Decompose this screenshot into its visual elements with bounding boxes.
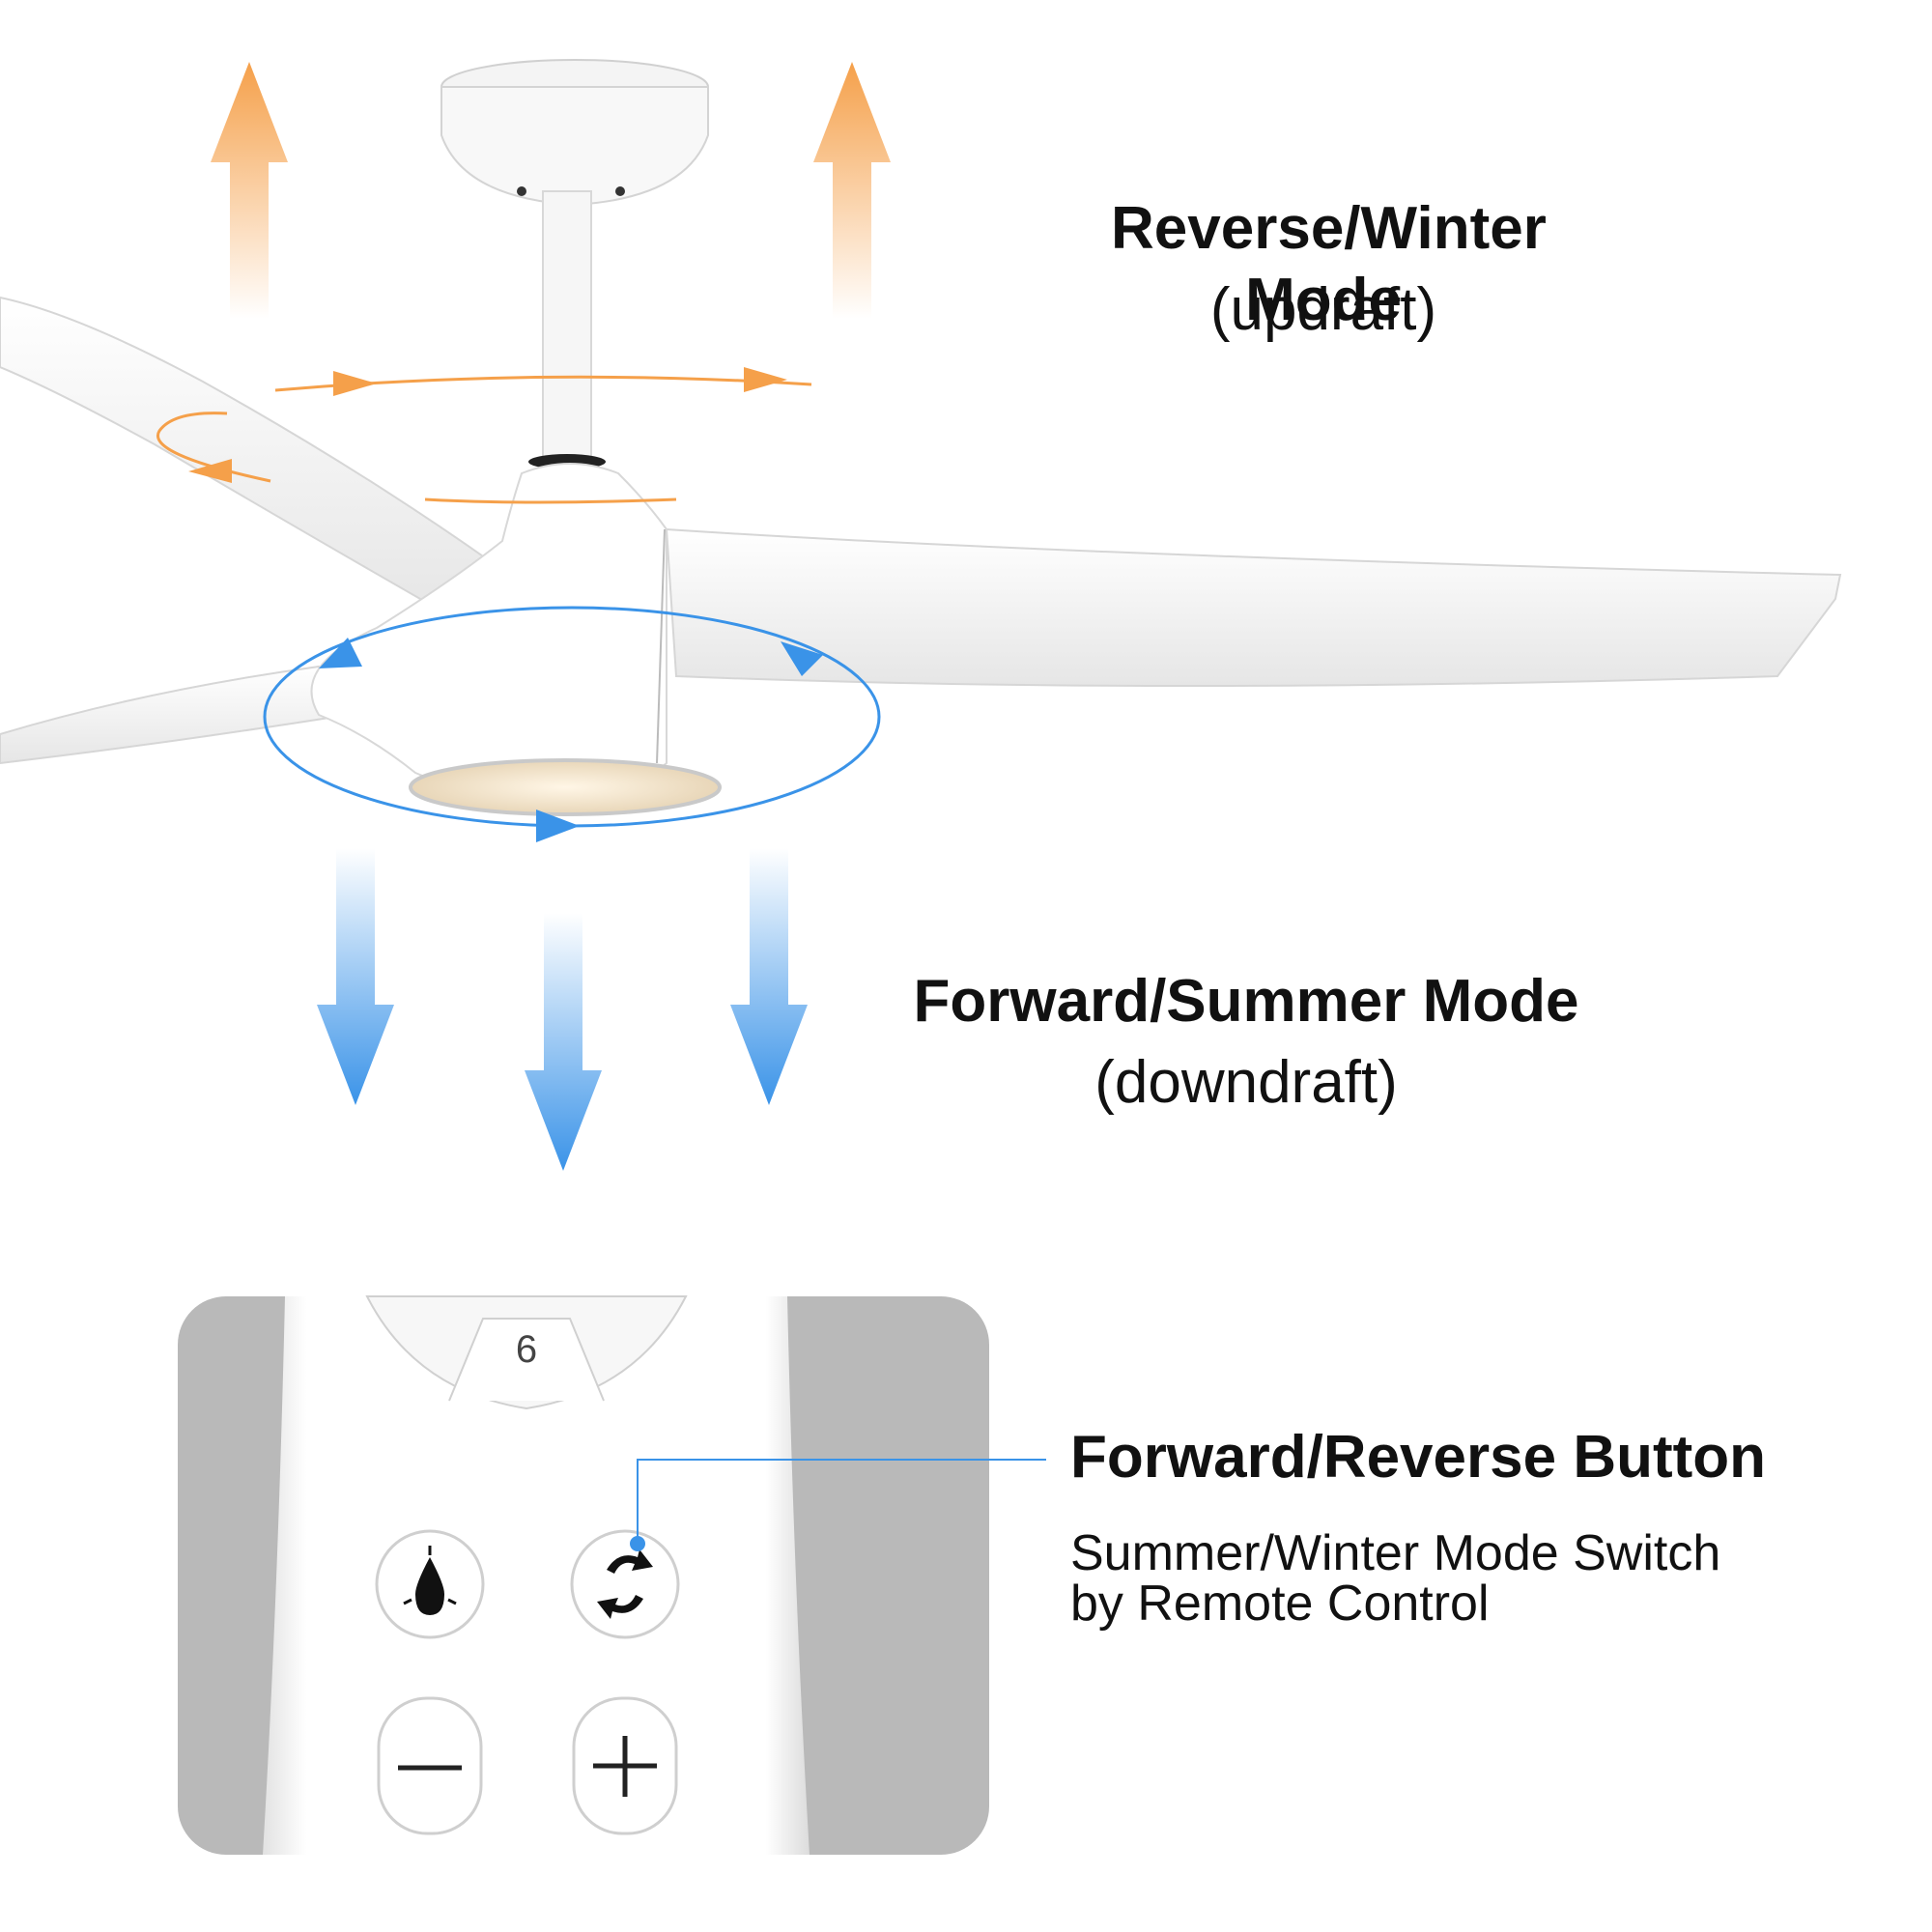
fan-downrod: [542, 190, 592, 463]
reverse-direction-icon: [597, 1549, 653, 1619]
updraft-arrow-right: [813, 62, 891, 319]
fan-motor-housing: [310, 463, 722, 816]
fan-canopy: [440, 59, 709, 469]
rotation-arrow-head: [188, 459, 232, 483]
summer-rotation-arrows: [263, 606, 881, 842]
summer-mode-subtitle: (downdraft): [1094, 1049, 1398, 1116]
remote-control-photo: 6: [178, 1295, 989, 1855]
rotation-arrow-head: [319, 638, 362, 668]
downdraft-arrow-left: [317, 848, 394, 1105]
callout-leader: [630, 1459, 1046, 1551]
winter-rotation-arrows: [156, 367, 812, 504]
downdraft-arrows: [317, 848, 808, 1171]
light-bulb-icon: [403, 1546, 457, 1615]
updraft-arrow-left: [211, 62, 288, 319]
downdraft-arrow-right: [730, 848, 808, 1105]
forward-reverse-callout-description: Summer/Winter Mode Switch by Remote Cont…: [1070, 1528, 1843, 1629]
speed-button-6[interactable]: 6: [516, 1328, 537, 1371]
rotation-arrow-head: [744, 367, 787, 392]
winter-mode-title: Reverse/Winter Mode: [1111, 195, 1547, 334]
fan-blades: [0, 296, 1842, 765]
plus-icon: [593, 1736, 657, 1797]
fan-blade-left-upper: [0, 296, 504, 620]
rotation-arrow-head: [333, 371, 377, 396]
downdraft-arrow-center: [525, 913, 602, 1171]
forward-reverse-button[interactable]: [570, 1529, 680, 1639]
fan-light-kit: [409, 758, 722, 816]
rotation-arrow-head: [781, 641, 823, 676]
speed-down-button[interactable]: [377, 1696, 483, 1835]
callout-description-line: by Remote Control: [1070, 1576, 1490, 1632]
updraft-arrows: [211, 62, 891, 319]
rotation-arrow-head: [536, 810, 580, 842]
summer-mode-title: Forward/Summer Mode: [913, 968, 1579, 1035]
callout-description-line: Summer/Winter Mode Switch: [1070, 1525, 1721, 1581]
forward-reverse-callout-title: Forward/Reverse Button: [1070, 1424, 1767, 1491]
winter-mode-subtitle: (updraft): [1209, 276, 1437, 343]
light-button[interactable]: [375, 1529, 485, 1639]
fan-blade-right: [665, 527, 1842, 687]
fan-blade-left-lower: [0, 665, 350, 765]
speed-up-button[interactable]: [572, 1696, 678, 1835]
